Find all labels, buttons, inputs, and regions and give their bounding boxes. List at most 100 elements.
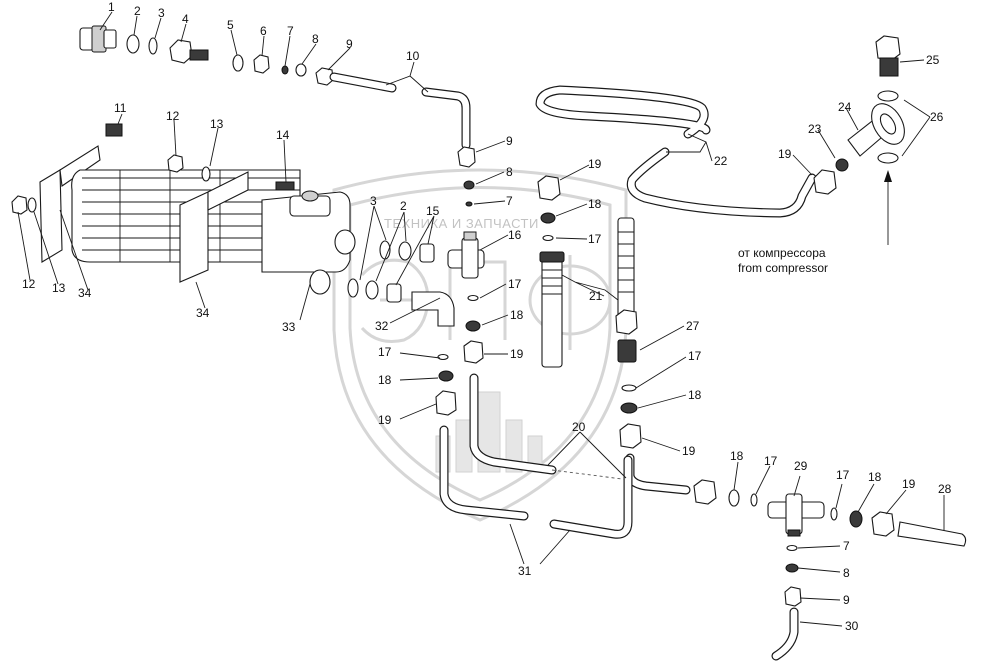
part-17-olive-right [621,384,637,392]
callout-21: 21 [589,289,603,303]
callout-11: 11 [114,101,127,115]
part-26-washer-b [877,152,899,164]
callout-8: 8 [312,32,319,46]
callout-16: 16 [508,228,522,242]
part-19-nut-right2 [619,423,642,449]
callout-8c: 8 [843,566,850,580]
part-8-ring [295,63,307,77]
callout-8b: 8 [506,165,513,179]
part-8-ring-b [463,180,475,190]
callout-20: 20 [572,420,586,434]
callout-9c: 9 [843,593,850,607]
part-15-fitting-b [386,283,402,303]
callout-17b: 17 [508,277,522,291]
callout-32: 32 [375,319,389,333]
callout-13b: 13 [52,281,66,295]
part-17-olive-low [750,493,758,507]
part-19-nut-mid2 [435,390,457,416]
callout-34a: 34 [78,286,92,300]
part-9-nut-low [784,586,802,607]
note-ru: от компрессора [738,246,826,260]
callout-3b: 3 [370,194,377,208]
callout-12a: 12 [166,109,180,123]
part-28-pipe [897,521,967,547]
part-34-bracket-left [39,145,101,263]
callout-19f: 19 [902,477,916,491]
callout-24: 24 [838,100,852,114]
callout-14: 14 [276,128,290,142]
watermark: ТЕХНИКА И ЗАПЧАСТИ [332,168,628,522]
callout-19c: 19 [510,347,524,361]
callout-18f: 18 [868,470,882,484]
part-19-nut-top [537,175,561,201]
part-10-tube [329,72,471,150]
part-16-tee [447,231,485,279]
part-30-tube [771,607,799,661]
callout-25: 25 [926,53,940,67]
callout-34b: 34 [196,306,210,320]
part-29-tee [767,493,825,537]
part-13-washer-left [27,197,37,213]
callout-30: 30 [845,619,859,633]
part-27-adapter [617,339,637,363]
part-1-fitting [79,25,117,53]
part-3-ring [148,37,158,55]
flow-arrow-head [884,170,892,182]
callout-9: 9 [346,37,353,51]
callout-18b: 18 [510,308,524,322]
callout-29: 29 [794,459,808,473]
part-12-nut-top [167,154,184,173]
callout-19e: 19 [682,444,696,458]
part-18-ring-mid2 [438,370,454,382]
part-11-screw [105,123,123,137]
part-21-hose-a [539,251,565,368]
callout-18c: 18 [378,373,392,387]
part-2-washer [126,34,140,54]
part-7-olive-low [786,544,798,552]
callout-10: 10 [406,49,420,63]
part-18-ring-right [620,402,638,414]
callout-3: 3 [158,6,165,20]
note-en: from compressor [738,261,828,275]
watermark-logo-letters [360,255,612,350]
part-18-ring-low2 [849,510,863,528]
callout-13a: 13 [210,117,224,131]
callout-2: 2 [134,4,141,18]
part-17-olive-low2 [830,507,838,521]
part-17-olive-mid [467,294,479,302]
part-12-nut-left [11,195,28,215]
part-8-ring-low [785,563,799,573]
callout-17e: 17 [764,454,778,468]
part-6-nut [253,54,270,74]
callout-19b: 19 [778,147,792,161]
part-20-tube-b [625,453,691,495]
callout-4: 4 [182,12,189,26]
callout-17a: 17 [588,232,602,246]
part-17-olive-top [542,234,554,242]
callout-31: 31 [518,564,532,578]
callout-7: 7 [287,24,294,38]
callout-19d: 19 [378,413,392,427]
callout-6: 6 [260,24,267,38]
callout-33: 33 [282,320,296,334]
callout-18e: 18 [730,449,744,463]
part-17-olive-mid2 [437,353,449,361]
callout-27: 27 [686,319,700,333]
callout-17f: 17 [836,468,850,482]
part-9-nut-b [457,146,476,168]
part-2-washer-c [365,280,379,300]
part-31-tube-a [439,425,529,521]
watermark-columns [435,391,543,473]
part-19-nut-mid [463,340,484,364]
part-2-washer-b [398,241,412,261]
part-14-bolt [275,181,295,191]
part-4-bolt [169,39,209,64]
part-7-olive [281,65,289,75]
callout-12b: 12 [22,277,36,291]
callout-9b: 9 [506,134,513,148]
callout-17c: 17 [378,345,392,359]
callout-5: 5 [227,18,234,32]
callout-1: 1 [108,0,115,14]
part-23-ring [835,158,849,172]
